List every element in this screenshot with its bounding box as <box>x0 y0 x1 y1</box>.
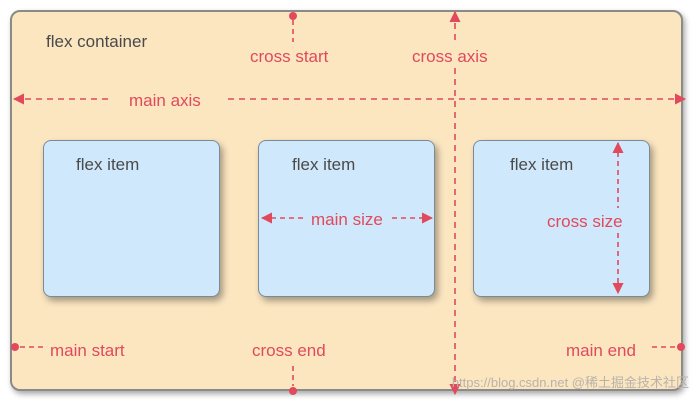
main-start-marker <box>11 343 44 351</box>
cross-start-label: cross start <box>250 47 329 66</box>
flex-item-label: flex item <box>76 155 140 174</box>
flex-item-label: flex item <box>510 155 574 174</box>
main-size-label: main size <box>309 210 385 229</box>
flex-container-label: flex container <box>46 32 148 51</box>
cross-end-marker <box>289 366 297 395</box>
watermark: https://blog.csdn.net @稀土掘金技术社区 <box>451 375 689 390</box>
cross-axis-label: cross axis <box>412 47 488 66</box>
cross-end-label: cross end <box>252 341 326 360</box>
main-start-label: main start <box>50 341 125 360</box>
flex-item-1 <box>43 140 220 297</box>
main-end-label: main end <box>566 341 636 360</box>
main-end-marker <box>652 343 685 351</box>
main-axis-label: main axis <box>129 91 201 110</box>
cross-size-label: cross size <box>545 212 625 231</box>
flex-item-label: flex item <box>292 155 356 174</box>
cross-start-marker <box>289 12 297 42</box>
